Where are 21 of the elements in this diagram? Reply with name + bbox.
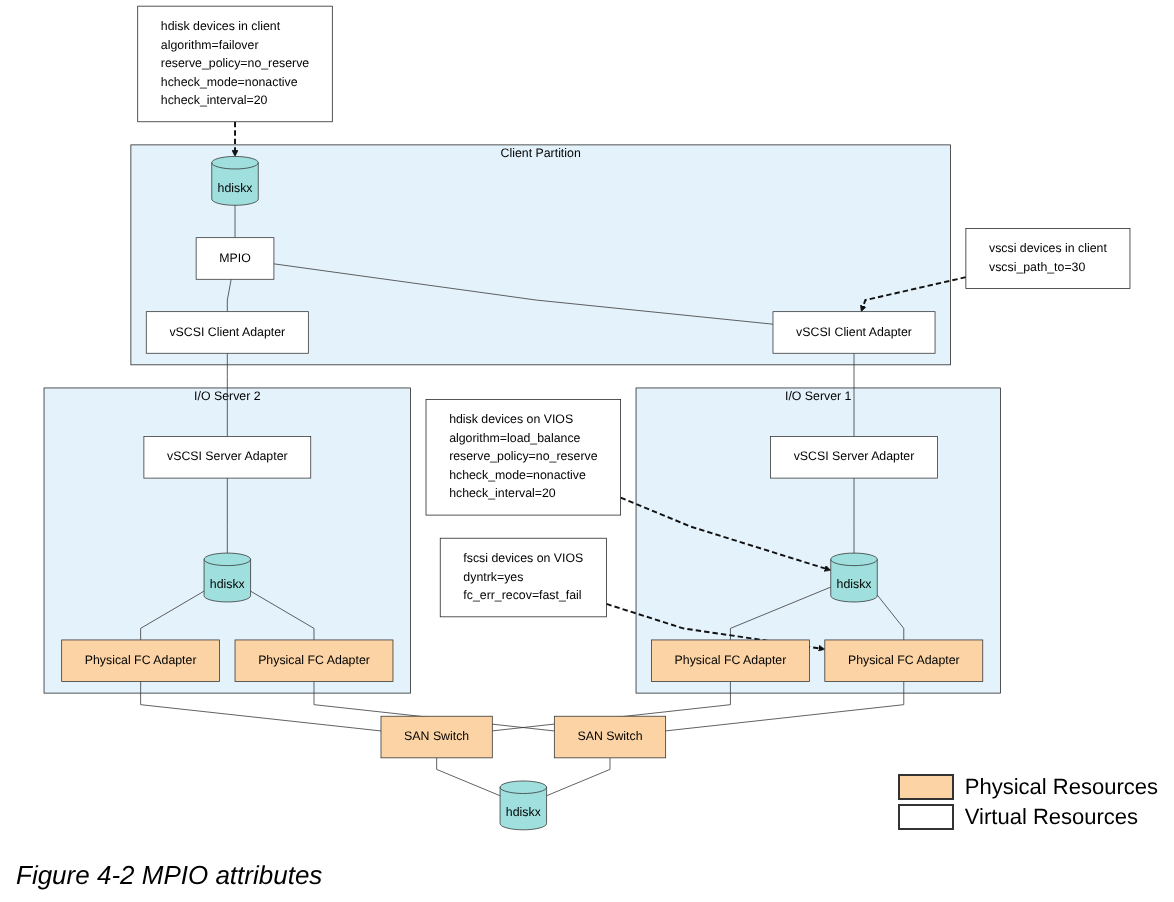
- connector: [226, 352, 228, 437]
- connector: [140, 681, 382, 732]
- connector: [546, 757, 611, 797]
- figure-caption: Figure 4-2 MPIO attributes: [16, 860, 323, 890]
- connector: [226, 278, 232, 313]
- connector: [730, 586, 832, 641]
- legend-label: Virtual Resources: [964, 805, 1139, 829]
- connector: [226, 477, 228, 554]
- arrow: [231, 120, 239, 157]
- connector: [853, 477, 855, 554]
- connector: [234, 204, 236, 239]
- connector: [665, 681, 905, 732]
- connector: [140, 590, 205, 641]
- connector: [876, 594, 905, 641]
- arrow: [619, 496, 832, 572]
- legend-label: Physical Resources: [964, 775, 1158, 799]
- connector: [273, 263, 774, 325]
- connector: [436, 757, 501, 797]
- connector: [853, 352, 855, 437]
- arrow: [860, 276, 967, 312]
- connector: [250, 590, 315, 641]
